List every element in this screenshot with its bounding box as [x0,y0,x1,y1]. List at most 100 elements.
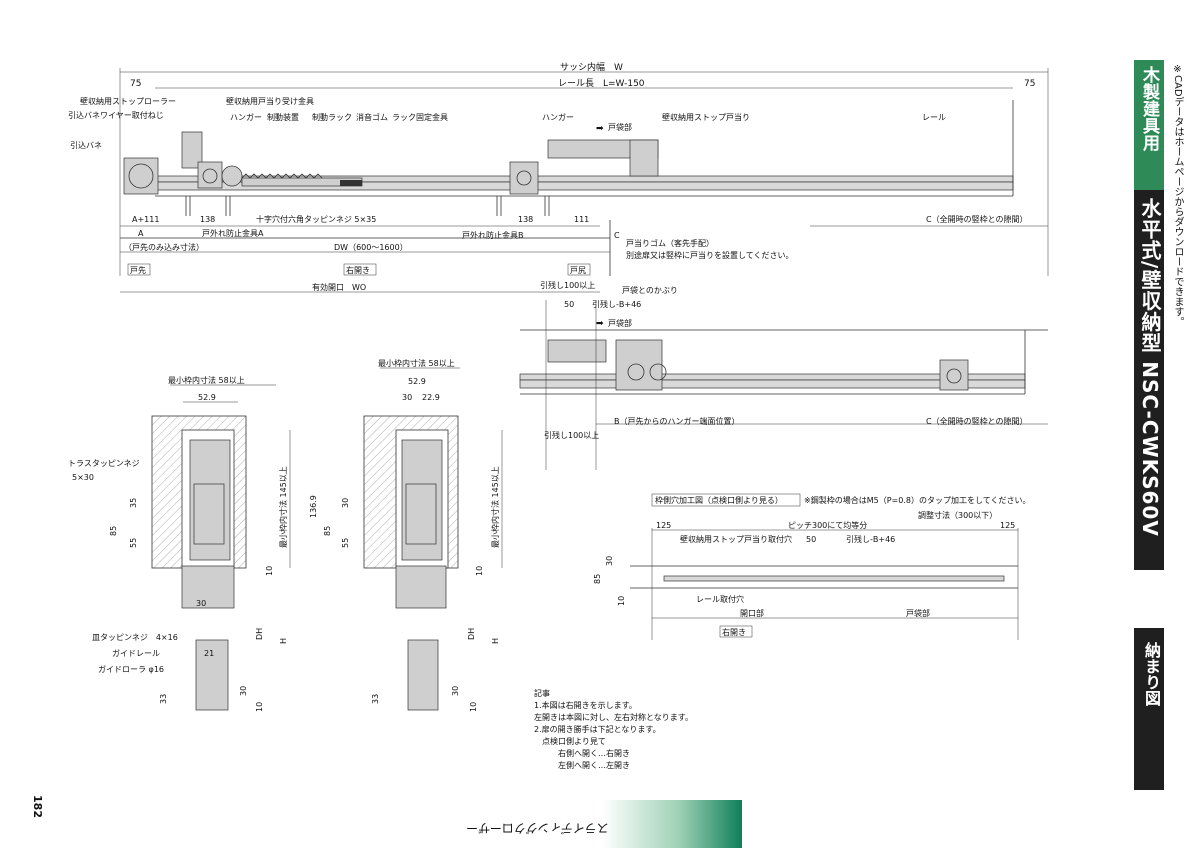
stop-hole-label: 壁収納用ストップ戸当り取付穴 [680,534,792,544]
flat-screw-label: 皿タッピンネジ 4×16 [92,633,178,642]
callout-silencer: 消音ゴム [356,112,388,122]
dim-52-9-left: 52.9 [198,393,216,402]
pitch-label: ピッチ300にて均等分 [788,520,867,530]
dim-85-right: 85 [323,526,332,536]
dim-30b-right: 30 [451,686,460,696]
callout-stop-roller: 壁収納用ストップローラー [80,96,176,106]
dim-138-right: 138 [518,215,533,224]
dim-33-right: 33 [371,694,380,704]
dim-c: C [614,231,620,240]
footer-gradient-bar [602,800,742,848]
gap-c-open: C（全開時の竪枠との隙間） [926,416,1028,426]
callout-wire-screw: 引込バネワイヤー取付ねじ [68,110,164,120]
category-tab: 木製建具用 [1134,60,1164,190]
dim-85-left: 85 [109,526,118,536]
open-view: 50 ➡ 戸袋部 引残し100以上 B（戸先からのハンガー端面位置） C（全開時… [519,300,1048,470]
right-open-label: 右開き [346,265,370,275]
dim-22-9-right: 22.9 [422,393,440,402]
dim-dw: DW（600～1600） [334,243,408,252]
dim-33-left: 33 [159,694,168,704]
dim-a: A [138,229,144,238]
truss-screw-size: 5×30 [72,473,94,482]
right-open-hole: 右開き [722,627,746,637]
dim-111: 111 [574,215,589,224]
rail-length-label: レール長 L=W-150 [558,78,645,89]
top-view: サッシ内幅 W レール長 L=W-150 75 75 [68,61,1049,309]
frame-height-right: 最小枠内寸法 145以上 [490,466,500,548]
dim-30-left: 30 [196,599,206,608]
callout-stop-bumper: 壁収納用ストップ戸当り [662,112,750,122]
dim-30-right: 30 [402,393,412,402]
note-line-2: 左開きは本図に対し、左右対称となります。 [534,712,693,722]
dim-10b-left: 10 [255,702,264,712]
rail-hole-label: レール取付穴 [696,594,744,604]
dim-55-left: 55 [129,538,138,548]
dim-h-left: H [279,638,288,644]
door-rear-label: 戸尻 [570,266,586,275]
section-left: 最小枠内寸法 58以上 52.9 最小枠内寸法 145以上 35 85 55 3… [68,375,291,712]
bumper-note: 別途扉又は竪枠に戸当りを設置してください。 [626,250,794,260]
hanger-position-b: B（戸先からのハンガー端面位置） [614,416,740,426]
sash-width-label: サッシ内幅 W [560,61,623,73]
min-frame-left: 最小枠内寸法 58以上 [168,375,245,385]
guide-rail-label: ガイドレール [112,648,160,658]
pocket-overlap: 戸袋とのかぶり [622,285,678,295]
steel-note: ※鋼製枠の場合はM5（P=0.8）のタップ加工をしてください。 [804,495,1030,505]
note-line-6: 左側へ開く…左開き [534,760,630,770]
hole-dim-50: 50 [806,535,816,544]
callout-brake: 制動装置 [267,112,299,122]
hole-title: 枠側穴加工図（点検口側より見る） [655,495,783,505]
hole-diagram: 枠側穴加工図（点検口側より見る） ※鋼製枠の場合はM5（P=0.8）のタップ加工… [593,493,1030,640]
silencer-rubber [340,180,362,186]
dim-a-plus-111: A+111 [132,215,159,224]
dim-50-open: 50 [564,300,574,309]
callout-brake-rack: 制動ラック [312,112,352,122]
anti-derail-a: 戸外れ防止金具A [202,228,264,238]
callout-pull-spring: 引込バネ [70,141,102,150]
hole-dim-30: 30 [605,556,614,566]
callout-bumper-bracket: 壁収納用戸当り受け金具 [226,96,314,106]
note-line-1: 1.本図は右開きを示します。 [534,700,637,710]
dim-dh-right: DH [467,628,476,640]
guide-roller-label: ガイドローラ φ16 [98,664,164,674]
end-margin-right: 75 [1024,79,1035,89]
note-line-4: 点検口側より見て [534,736,606,746]
dim-30b-left: 30 [239,686,248,696]
gap-c-label: C（全開時の竪枠との隙間） [926,214,1028,224]
frame-height-left: 最小枠内寸法 145以上 [278,466,288,548]
adjust-label: 調整寸法（300以下） [918,510,997,520]
hole-dim-125-right: 125 [1000,521,1015,530]
notes-heading: 記事 [534,688,550,698]
category-label: 木製建具用 [1139,66,1159,151]
dim-136-9: 136.9 [309,495,318,518]
door-tip-depth: （戸先のみ込み寸法） [124,242,204,252]
dim-30c-right: 30 [341,498,350,508]
dim-wo: 有効開口 WO [312,282,366,292]
hole-dim-10: 10 [617,596,626,606]
dim-10-right: 10 [475,566,484,576]
section-right: 最小枠内寸法 58以上 52.9 30 22.9 136.9 30 85 55 … [309,358,503,712]
hanger-open-2 [939,359,969,391]
footer-label: スライディングクローザー [466,821,609,835]
hanger-center [509,161,539,195]
cad-download-note: ※CADデータはホームページからダウンロードできます。 [1172,64,1183,327]
callout-hanger-2: ハンガー [542,112,574,122]
section-tab: 納まり図 [1134,628,1164,790]
bumper-rubber-label: 戸当りゴム（客先手配） [626,238,714,248]
dim-52-9-right: 52.9 [408,377,426,386]
dim-138-left: 138 [200,215,215,224]
dim-dh-left: DH [255,628,264,640]
callout-rack-bracket: ラック固定金具 [392,112,448,122]
pull-remain-100: 引残し100以上 [540,280,595,290]
product-title-tab: 水平式/壁収納型 NSC-CWKS60V [1134,190,1164,570]
callout-hanger: ハンガー [230,112,262,122]
truss-screw-label: トラスタッピンネジ [68,459,140,468]
to-pocket-open: 戸袋部 [608,318,632,328]
stop-roller [181,131,203,169]
door-tip-label: 戸先 [130,265,146,275]
notes: 記事 1.本図は右開きを示します。 左開きは本図に対し、左右対称となります。 2… [534,688,693,770]
dim-h-right: H [491,638,500,644]
svg-text:➡: ➡ [596,319,604,329]
pull-remain-hole: 引残し-B+46 [846,534,895,544]
